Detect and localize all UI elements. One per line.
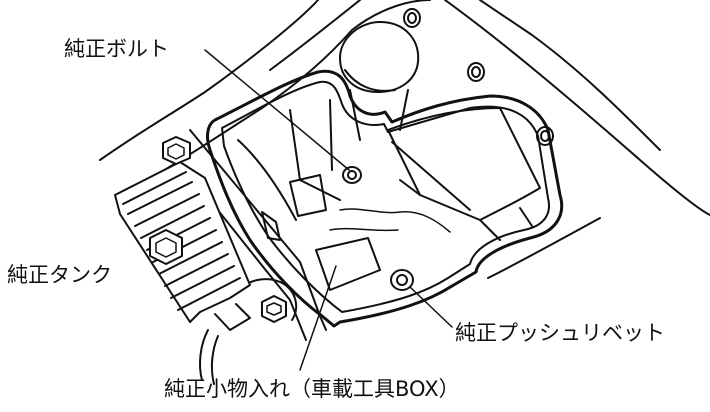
push-rivet-icon (390, 269, 414, 291)
push-rivet-label: 純正プッシュリベット (455, 321, 665, 345)
filler-cap (339, 21, 420, 141)
panel-hole-icon (467, 62, 485, 82)
fuel-tank (114, 136, 287, 385)
bolt-label: 純正ボルト (64, 37, 169, 61)
leader-lines (204, 49, 453, 371)
bolt-head-icon (342, 166, 362, 184)
tool-box-leader-line (299, 265, 337, 371)
panel-hole-icon (403, 8, 421, 28)
tank-label: 純正タンク (7, 263, 112, 287)
bolt-leader-line (204, 49, 350, 171)
storage-tray (206, 69, 564, 328)
hex-bolt-icon (261, 295, 287, 323)
tool-box-label: 純正小物入れ（車載工具BOX） (164, 377, 460, 401)
hex-bolt-icon (162, 136, 191, 165)
panel-holes (403, 8, 554, 146)
hex-bolt-icon (149, 229, 183, 265)
rivet-leader-line (409, 286, 453, 328)
